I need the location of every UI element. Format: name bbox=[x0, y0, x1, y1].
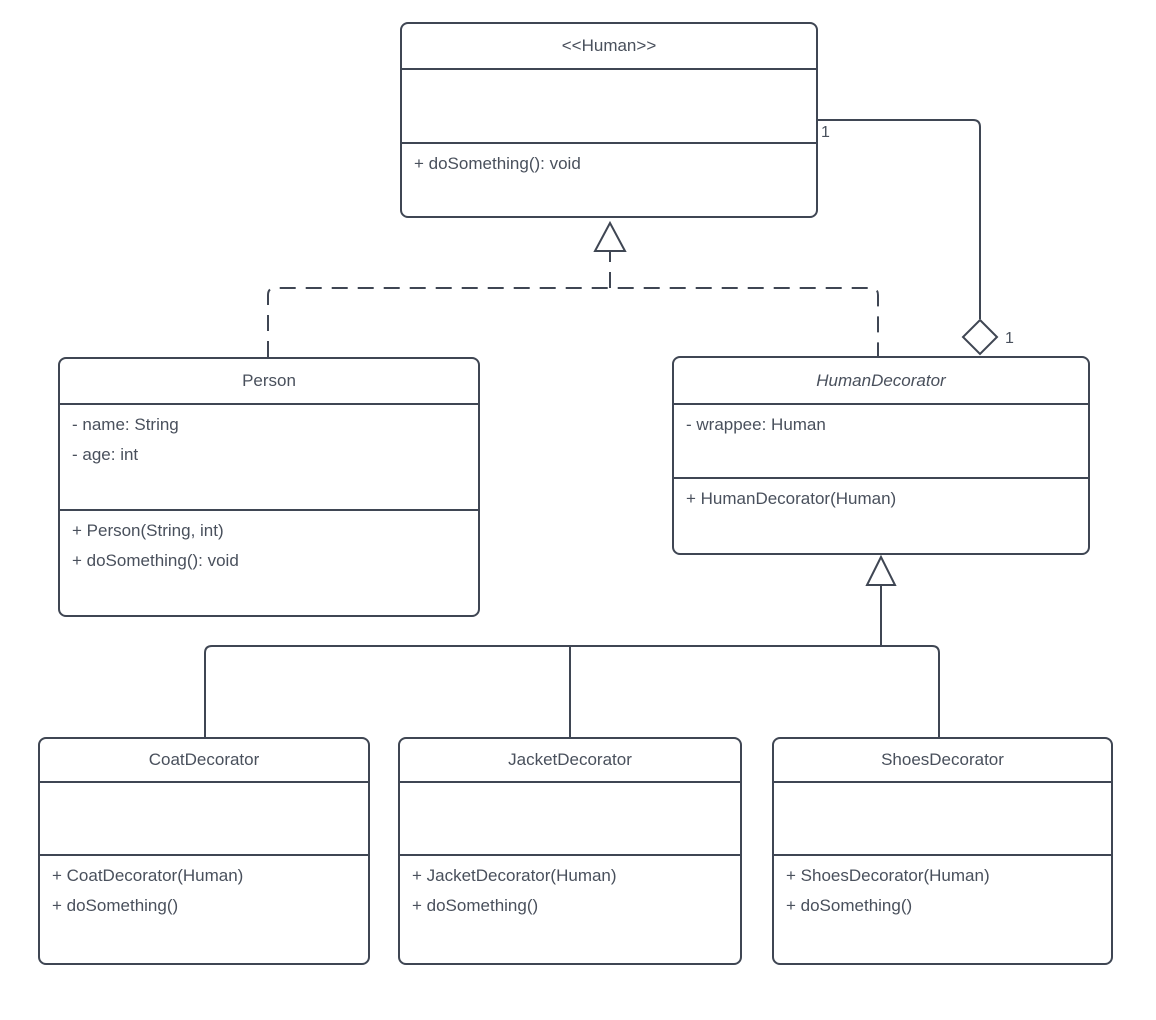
multiplicity-label-human-end: 1 bbox=[821, 124, 830, 141]
class-coat-decorator-attributes bbox=[40, 783, 368, 856]
class-human-title: <<Human>> bbox=[402, 24, 816, 70]
class-jacket-decorator-attributes bbox=[400, 783, 740, 856]
class-human-decorator: HumanDecorator - wrappee: Human + HumanD… bbox=[672, 356, 1090, 555]
class-jacket-decorator: JacketDecorator + JacketDecorator(Human)… bbox=[398, 737, 742, 965]
method-entry: + doSomething() bbox=[52, 896, 179, 915]
class-jacket-decorator-methods: + JacketDecorator(Human) + doSomething() bbox=[400, 856, 740, 963]
generalization-triangle-icon bbox=[865, 554, 897, 586]
class-person-methods: + Person(String, int) + doSomething(): v… bbox=[60, 511, 478, 615]
attribute-entry: - wrappee: Human bbox=[686, 415, 826, 434]
method-entry: + doSomething(): void bbox=[72, 551, 239, 570]
method-entry: + Person(String, int) bbox=[72, 521, 224, 540]
class-human: <<Human>> + doSomething(): void bbox=[400, 22, 818, 218]
class-coat-decorator: CoatDecorator + CoatDecorator(Human) + d… bbox=[38, 737, 370, 965]
method-entry: + doSomething() bbox=[412, 896, 539, 915]
method-entry: + ShoesDecorator(Human) bbox=[786, 866, 990, 885]
method-entry: + JacketDecorator(Human) bbox=[412, 866, 617, 885]
class-human-decorator-title: HumanDecorator bbox=[674, 358, 1088, 405]
method-entry: + HumanDecorator(Human) bbox=[686, 489, 897, 508]
class-person-attributes: - name: String - age: int bbox=[60, 405, 478, 511]
generalization-trunk bbox=[204, 645, 940, 737]
aggregation-diamond-icon bbox=[961, 318, 999, 356]
class-shoes-decorator-title: ShoesDecorator bbox=[774, 739, 1111, 783]
method-entry: + doSomething() bbox=[786, 896, 913, 915]
class-coat-decorator-methods: + CoatDecorator(Human) + doSomething() bbox=[40, 856, 368, 963]
attribute-entry: - name: String bbox=[72, 415, 179, 434]
multiplicity-label-decorator-end: 1 bbox=[1005, 330, 1014, 347]
class-human-methods: + doSomething(): void bbox=[402, 144, 816, 216]
realization-connector bbox=[267, 220, 879, 357]
class-shoes-decorator-attributes bbox=[774, 783, 1111, 856]
class-shoes-decorator-methods: + ShoesDecorator(Human) + doSomething() bbox=[774, 856, 1111, 963]
class-jacket-decorator-title: JacketDecorator bbox=[400, 739, 740, 783]
realization-triangle-icon bbox=[593, 220, 627, 252]
class-human-decorator-attributes: - wrappee: Human bbox=[674, 405, 1088, 479]
class-human-attributes bbox=[402, 70, 816, 144]
method-entry: + doSomething(): void bbox=[414, 154, 581, 173]
class-coat-decorator-title: CoatDecorator bbox=[40, 739, 368, 783]
class-shoes-decorator: ShoesDecorator + ShoesDecorator(Human) +… bbox=[772, 737, 1113, 965]
realization-dashed-path bbox=[267, 287, 879, 357]
aggregation-connector bbox=[818, 119, 999, 356]
attribute-entry: - age: int bbox=[72, 445, 139, 464]
class-human-decorator-methods: + HumanDecorator(Human) bbox=[674, 479, 1088, 553]
method-entry: + CoatDecorator(Human) bbox=[52, 866, 244, 885]
aggregation-path bbox=[818, 119, 981, 319]
generalization-connector bbox=[204, 554, 940, 737]
class-person-title: Person bbox=[60, 359, 478, 405]
class-person: Person - name: String - age: int + Perso… bbox=[58, 357, 480, 617]
